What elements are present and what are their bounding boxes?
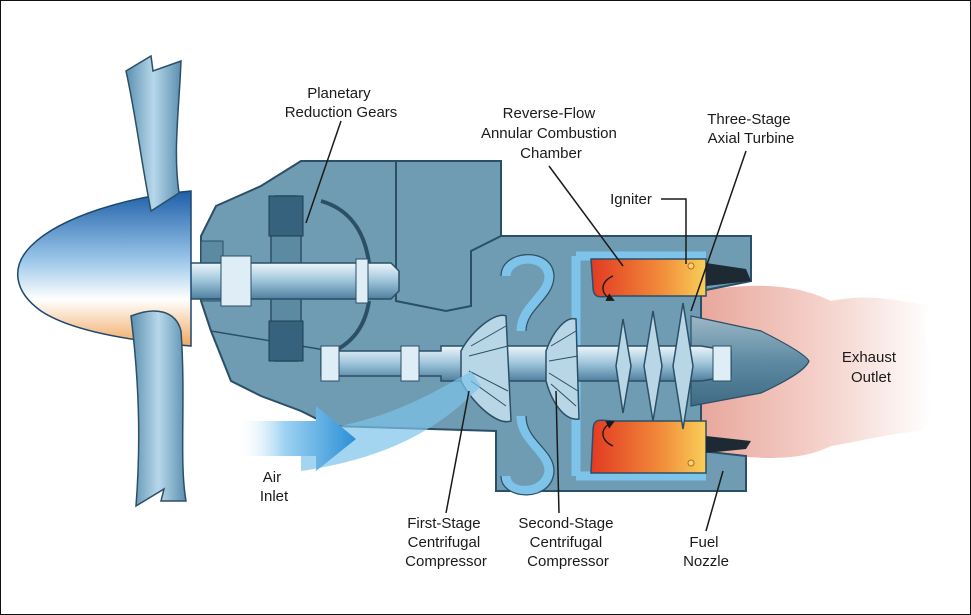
igniter-icon xyxy=(687,262,695,270)
label-air-inlet: Air Inlet xyxy=(260,469,289,505)
duct-outline xyxy=(500,254,555,496)
label-fuel-nozzle: Fuel Nozzle xyxy=(683,534,729,570)
combustion-chamber-lower xyxy=(590,419,707,474)
label-exhaust-outlet: Exhaust Outlet xyxy=(842,349,900,386)
fuel-nozzle-icon xyxy=(706,263,751,453)
label-axial-turbine: Three-Stage Axial Turbine xyxy=(707,111,795,147)
label-combustion-chamber: Reverse-Flow Annular Combustion Chamber xyxy=(481,105,621,162)
propeller-blade-lower xyxy=(130,310,187,508)
second-stage-compressor xyxy=(545,317,580,420)
propeller-spinner xyxy=(17,190,192,347)
axial-turbine-stages xyxy=(615,302,694,430)
leader-lines xyxy=(305,120,747,532)
label-igniter: Igniter xyxy=(610,191,652,208)
combustion-chamber-upper xyxy=(590,258,707,301)
compressor-turbine-shaft xyxy=(320,345,732,382)
propeller-blade-upper xyxy=(125,54,182,213)
propeller-shaft xyxy=(180,255,400,307)
exhaust-cone xyxy=(690,315,810,407)
air-inlet-flow xyxy=(236,371,481,471)
first-stage-compressor xyxy=(460,314,512,423)
exhaust-plume xyxy=(701,285,932,458)
label-first-stage-compressor: First-Stage Centrifugal Compressor xyxy=(405,515,487,570)
label-planetary-reduction-gears: Planetary Reduction Gears xyxy=(285,85,398,121)
igniter-icon-lower xyxy=(687,459,695,467)
label-second-stage-compressor: Second-Stage Centrifugal Compressor xyxy=(518,515,617,570)
